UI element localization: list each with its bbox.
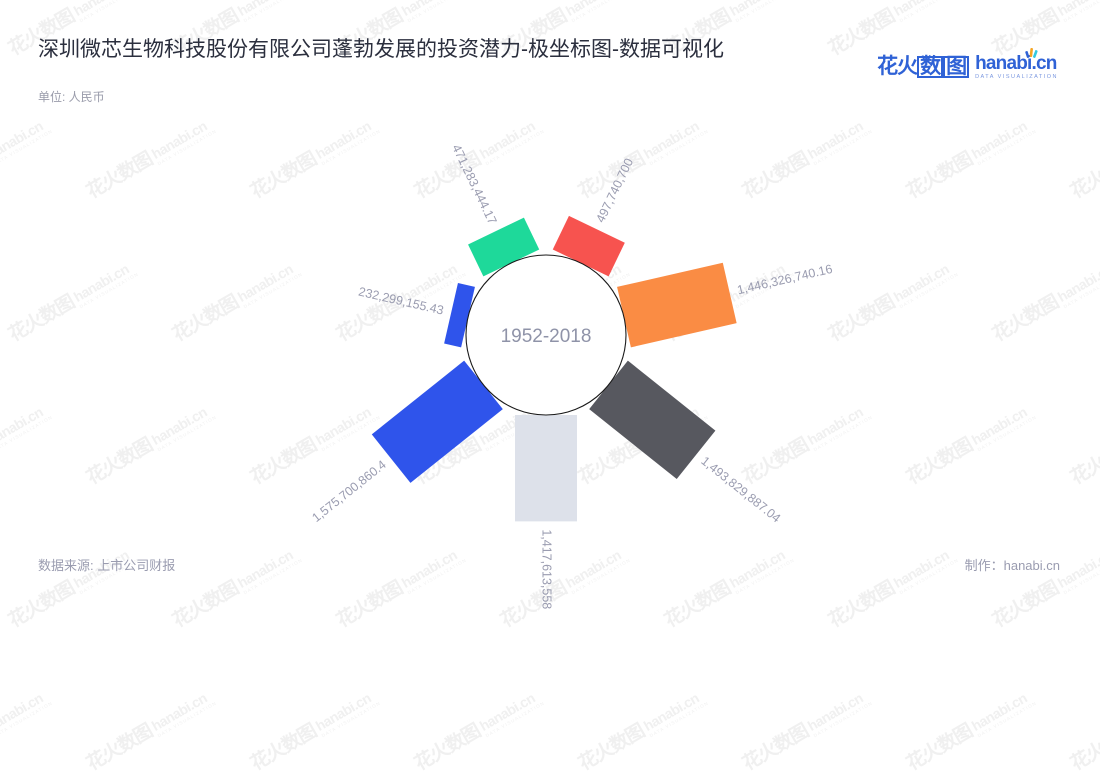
- logo-tagline: DATA VISUALIZATION: [975, 74, 1058, 80]
- bar-value-label: 497,740,700: [593, 156, 636, 225]
- brand-logo: 花火数图 hanabi.cn DATA VISUALIZATION: [877, 47, 1058, 81]
- polar-bar[interactable]: [371, 360, 503, 483]
- chart-center-label: 1952-2018: [501, 326, 592, 347]
- footer-credit: 制作：hanabi.cn: [964, 558, 1060, 573]
- chart-inner-circle: [465, 254, 627, 416]
- chart-unit-label: 单位: 人民币: [38, 90, 105, 104]
- bar-value-label: 471,283,444.17: [449, 142, 499, 226]
- logo-cn-shu: 数: [917, 56, 944, 79]
- logo-latin-block: hanabi.cn DATA VISUALIZATION: [975, 47, 1058, 81]
- logo-wordmark-text: hanabi.cn: [975, 53, 1057, 74]
- polar-bar[interactable]: [444, 283, 475, 348]
- footer-data-source: 数据来源: 上市公司财报: [38, 558, 176, 573]
- bar-value-label: 232,299,155.43: [357, 285, 445, 318]
- page-title: 深圳微芯生物科技股份有限公司蓬勃发展的投资潜力-极坐标图-数据可视化: [38, 38, 724, 61]
- polar-bar[interactable]: [617, 262, 737, 348]
- polar-bar[interactable]: [468, 217, 540, 277]
- bar-value-label: 1,575,700,860.4: [309, 458, 388, 525]
- bar-value-label: 1,417,613,558: [540, 529, 554, 609]
- logo-cn-huahuo: 花火: [877, 55, 918, 79]
- polar-bar[interactable]: [589, 360, 716, 480]
- logo-cn-tu: 图: [943, 56, 970, 79]
- logo-chinese-text: 花火数图: [877, 55, 970, 79]
- sparkle-icon: [1025, 47, 1038, 58]
- polar-bar[interactable]: [515, 415, 577, 522]
- polar-bar[interactable]: [552, 215, 625, 277]
- polar-bar-chart: 1952-2018 497,740,700 1,446,326,740.16 1,4…: [309, 142, 834, 609]
- chart-bars-group: [371, 215, 737, 522]
- bar-value-label: 1,446,326,740.16: [736, 262, 834, 297]
- logo-wordmark: hanabi.cn: [975, 47, 1058, 74]
- bar-value-label: 1,493,829,887.04: [698, 454, 783, 526]
